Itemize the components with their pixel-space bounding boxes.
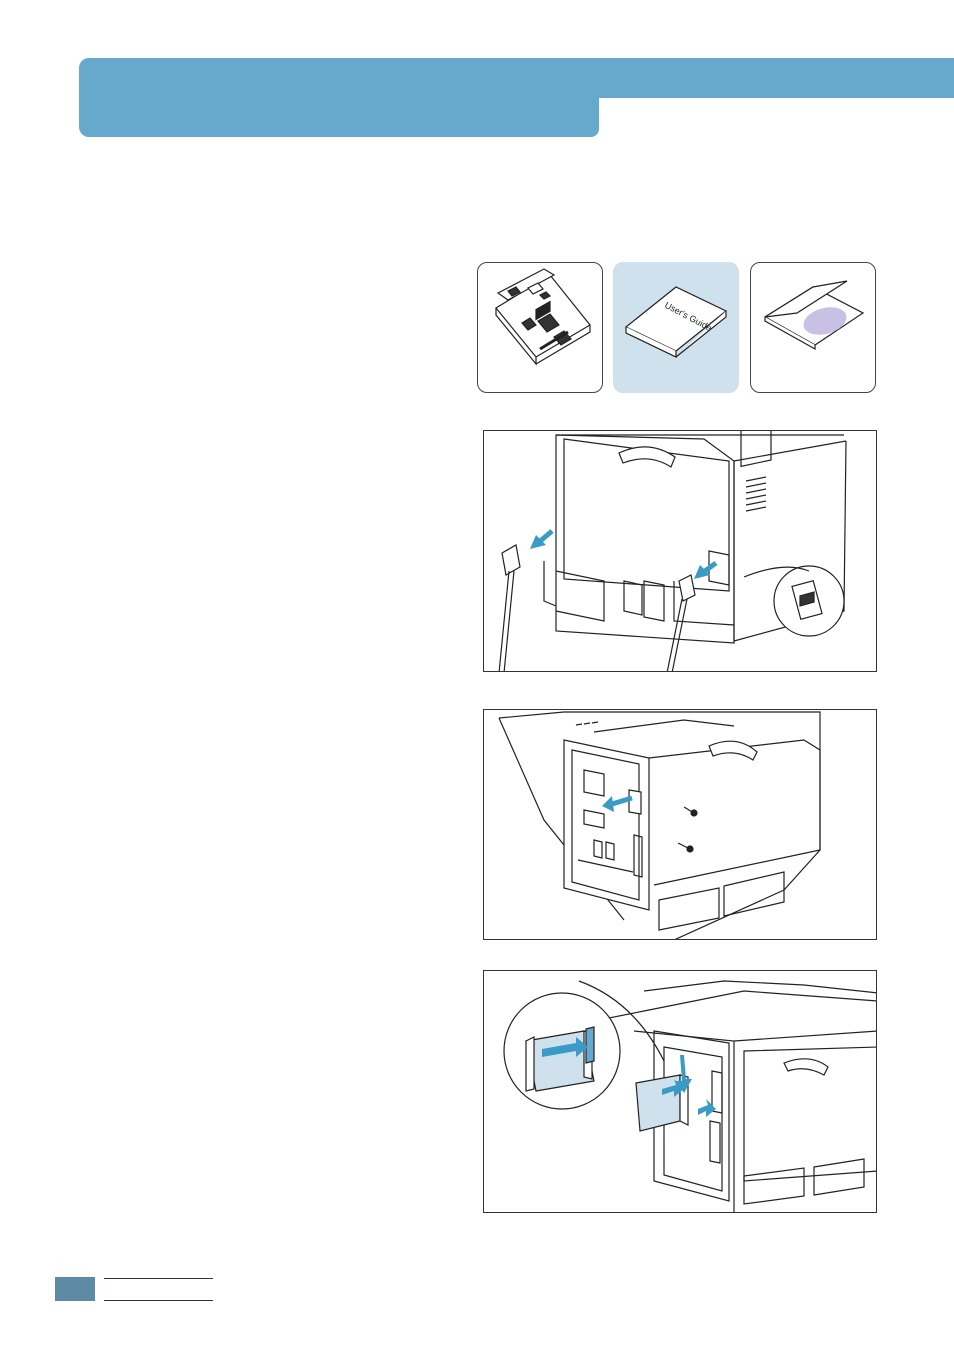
network-card-install-illustration [484, 971, 877, 1213]
users-guide-box: User's Guide [613, 262, 739, 393]
users-guide-illustration: User's Guide [614, 263, 739, 393]
figure-remove-cover [483, 709, 877, 940]
footer-rule-bottom [104, 1300, 213, 1301]
figure-unplug-cables [483, 430, 877, 672]
footer-rule-top [104, 1278, 213, 1279]
network-card-illustration [478, 263, 603, 393]
software-cd-box [750, 262, 876, 393]
figure-install-card [483, 970, 877, 1213]
printer-board-access-illustration [484, 710, 877, 940]
network-card-box [477, 262, 603, 393]
printer-rear-illustration [484, 431, 877, 672]
software-cd-illustration [751, 263, 876, 393]
page-number-box [55, 1277, 95, 1301]
header-title-tab [79, 90, 599, 137]
